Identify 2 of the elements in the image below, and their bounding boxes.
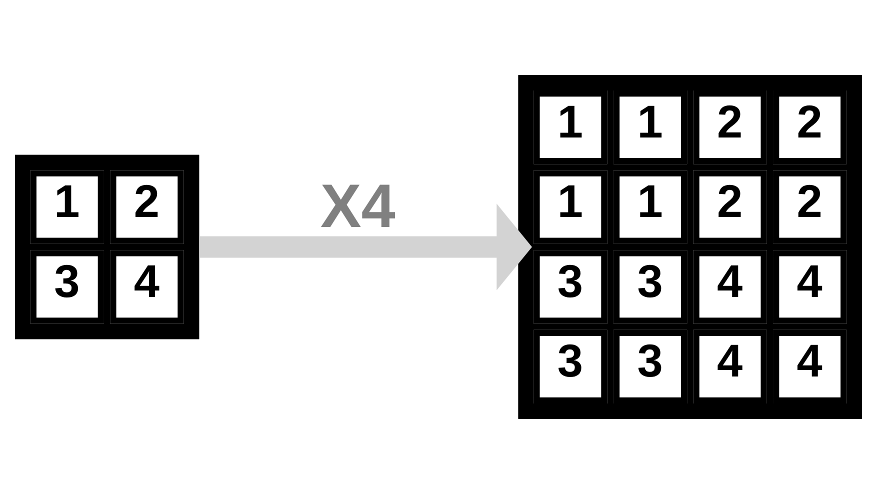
arrow: [199, 203, 532, 290]
edge-label: X4: [320, 172, 396, 241]
